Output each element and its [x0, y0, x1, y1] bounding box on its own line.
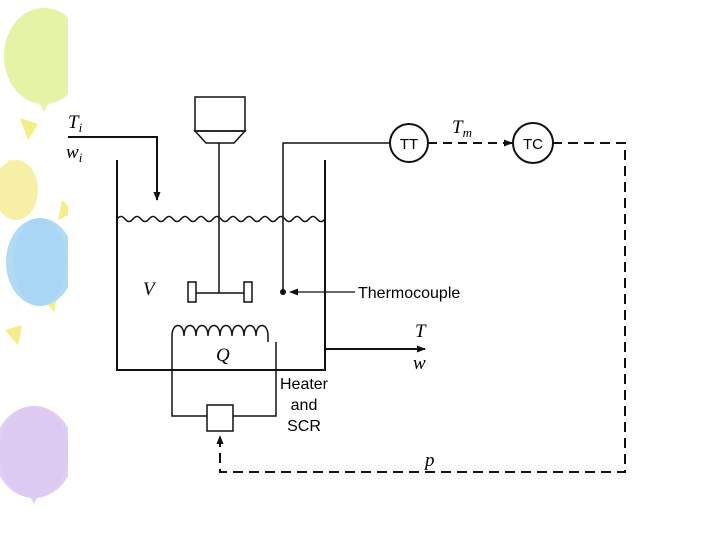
left-margin-balloons	[0, 0, 88, 540]
outlet-temp-label: T	[415, 321, 427, 342]
balloon-purple-tie	[30, 496, 38, 504]
tank-wall	[116, 160, 326, 371]
svg-text:and: and	[291, 397, 318, 414]
balloon-green-tie	[40, 104, 48, 112]
controller-output-signal	[216, 142, 626, 473]
svg-text:SCR: SCR	[287, 418, 321, 435]
inlet-flow-label: wi	[66, 142, 83, 165]
volume-label: V	[143, 279, 157, 300]
svg-text:TT: TT	[400, 136, 418, 153]
thermocouple-probe	[282, 142, 390, 292]
balloon-yellow	[0, 160, 38, 220]
inlet-temp-label: Ti	[68, 112, 83, 135]
impeller-blade-right	[243, 281, 253, 303]
thermocouple-junction	[280, 289, 286, 295]
heater-label: Heater and SCR	[280, 376, 329, 435]
heat-label: Q	[216, 345, 230, 366]
svg-text:TC: TC	[523, 136, 543, 153]
liquid-surface	[116, 215, 326, 223]
transmitter-tt: TT	[389, 123, 429, 163]
heater-coil	[171, 324, 269, 342]
heater-leads	[171, 342, 277, 417]
controller-tc: TC	[512, 122, 554, 164]
outlet-flow-label: w	[413, 353, 426, 374]
pressure-signal-label: p	[423, 450, 435, 471]
thermocouple-label: Thermocouple	[358, 285, 460, 302]
inlet-labels: Ti wi	[66, 112, 83, 165]
motor-coupling	[193, 130, 247, 144]
impeller-blade-left	[187, 281, 197, 303]
svg-text:Heater: Heater	[280, 376, 329, 393]
inlet-stream	[68, 136, 161, 201]
scr-box	[206, 404, 234, 432]
measured-temp-label: Tm	[452, 117, 472, 140]
